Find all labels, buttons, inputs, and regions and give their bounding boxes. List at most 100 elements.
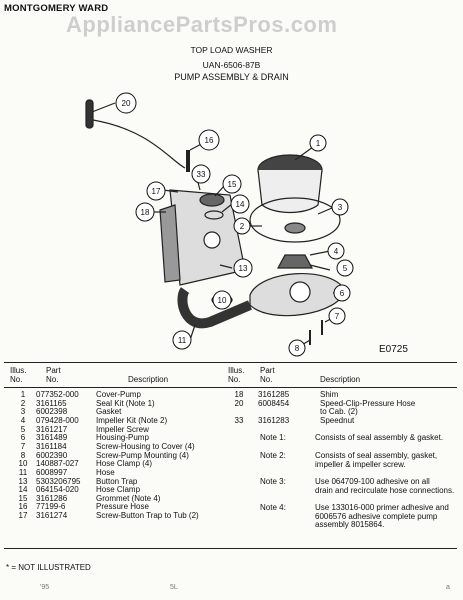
- note-text: Consists of seal assembly, gasket,: [315, 451, 438, 460]
- part-description: Grommet (Note 4): [96, 493, 161, 503]
- note-text: Consists of seal assembly & gasket.: [315, 433, 444, 442]
- section-title: PUMP ASSEMBLY & DRAIN: [174, 72, 289, 82]
- svg-text:6: 6: [340, 289, 345, 298]
- note-text: drain and recirculate hose connections.: [315, 485, 455, 495]
- svg-text:16: 16: [205, 136, 214, 145]
- illus-number: 11: [18, 467, 28, 477]
- svg-text:8: 8: [295, 344, 300, 353]
- part-number: 6002390: [36, 450, 68, 460]
- part-number: 3161286: [36, 493, 68, 503]
- part-number: 3161184: [36, 441, 67, 451]
- illus-number: 3: [20, 407, 26, 417]
- part-number: 6008454: [258, 398, 290, 408]
- diagram-code: E0725: [379, 344, 408, 355]
- part-number: 6002398: [36, 407, 68, 417]
- part-number: 3161274: [36, 511, 68, 521]
- illus-number: 5: [20, 424, 26, 434]
- svg-text:15: 15: [228, 180, 237, 189]
- svg-text:2: 2: [240, 222, 245, 231]
- doc-title: TOP LOAD WASHER: [190, 45, 273, 55]
- callout-14: 14: [230, 194, 250, 214]
- part-description: Housing-Pump: [96, 433, 149, 443]
- footer-mark-2: 5L: [170, 584, 178, 591]
- illus-number: 7: [20, 441, 26, 451]
- part-description: Screw-Housing to Cover (4): [96, 441, 195, 451]
- part-description: Impeller Screw: [96, 424, 149, 434]
- callout-33: 33: [191, 164, 211, 184]
- callout-2: 2: [233, 217, 251, 235]
- part-number: 3161165: [36, 398, 67, 408]
- svg-text:17: 17: [152, 187, 161, 196]
- part-number: 3161283: [258, 416, 290, 425]
- svg-text:14: 14: [236, 200, 245, 209]
- callout-10: 10: [212, 290, 232, 310]
- callout-11: 11: [172, 330, 192, 350]
- part-description: Screw-Pump Mounting (4): [96, 450, 189, 460]
- callout-15: 15: [222, 174, 242, 194]
- table-header-rule: [4, 387, 457, 388]
- svg-text:13: 13: [239, 264, 248, 273]
- part-number: 6008997: [36, 467, 68, 477]
- watermark: AppliancePartsPros.com: [66, 12, 338, 37]
- callout-1: 1: [309, 134, 327, 152]
- illus-number: 20: [234, 398, 244, 408]
- callout-16: 16: [198, 129, 220, 151]
- svg-text:11: 11: [178, 336, 187, 345]
- callout-17: 17: [146, 181, 166, 201]
- note-text: Use 133016-000 primer adhesive and: [315, 503, 449, 512]
- callout-4: 4: [327, 242, 345, 260]
- callout-6: 6: [333, 284, 351, 302]
- callout-7: 7: [328, 307, 346, 325]
- table-top-rule: [4, 362, 457, 363]
- seal-part: [284, 222, 306, 234]
- svg-text:1: 1: [316, 139, 321, 148]
- header-description: Description: [128, 375, 169, 384]
- illus-number: 1: [20, 390, 26, 399]
- illus-number: 4: [20, 415, 26, 425]
- note-text: 6006576 adhesive complete pump: [315, 511, 438, 521]
- impeller-part: [276, 254, 314, 269]
- part-number: 3161489: [36, 433, 68, 443]
- svg-text:4: 4: [334, 247, 339, 256]
- header-description-right: Description: [320, 375, 361, 384]
- illus-number: 8: [20, 450, 26, 460]
- part-description: Shim: [320, 390, 339, 399]
- part-description: Hose Clamp (4): [96, 459, 153, 469]
- part-number: 077352-000: [36, 390, 79, 399]
- footnote: * = NOT ILLUSTRATED: [6, 563, 91, 572]
- drain-hose-part: [177, 287, 252, 329]
- part-number: 3161285: [258, 390, 290, 399]
- illus-number: 18: [234, 390, 244, 399]
- illus-number: 2: [20, 398, 26, 408]
- part-description: Hose Clamp: [96, 485, 141, 495]
- illus-number: 14: [18, 485, 28, 495]
- part-number: 079428-000: [36, 415, 79, 425]
- illus-number: 10: [18, 459, 28, 469]
- callout-3: 3: [331, 198, 349, 216]
- grommet-part: [199, 193, 225, 207]
- note-label: Note 3:: [260, 477, 286, 486]
- callout-5: 5: [336, 259, 354, 277]
- part-number: 77199-6: [36, 502, 66, 512]
- pressure-hose-line: [92, 119, 186, 169]
- shim-part: [159, 204, 181, 283]
- note-text: impeller & impeller screw.: [315, 459, 406, 469]
- svg-text:33: 33: [197, 170, 206, 179]
- svg-text:20: 20: [122, 99, 131, 108]
- part-description: Gasket: [96, 407, 122, 417]
- footer-mark-1: '95: [40, 584, 50, 591]
- svg-text:18: 18: [141, 208, 150, 217]
- part-description: Pressure Hose: [96, 502, 149, 512]
- illus-number: 15: [18, 493, 28, 503]
- svg-text:10: 10: [218, 296, 227, 305]
- part-description: Screw-Button Trap to Tub (2): [96, 511, 199, 521]
- svg-text:7: 7: [335, 312, 340, 321]
- part-number: 064154-020: [36, 485, 79, 495]
- hose-clamp-part: [204, 210, 224, 220]
- exploded-parts-diagram: 20 16 1 33 15 17 14 3 18 2 4 13 5 6 10 7…: [85, 92, 354, 357]
- illus-number: 33: [234, 416, 244, 425]
- svg-text:3: 3: [338, 203, 343, 212]
- note-label: Note 1:: [260, 433, 286, 442]
- part-number: 5303206795: [36, 476, 81, 486]
